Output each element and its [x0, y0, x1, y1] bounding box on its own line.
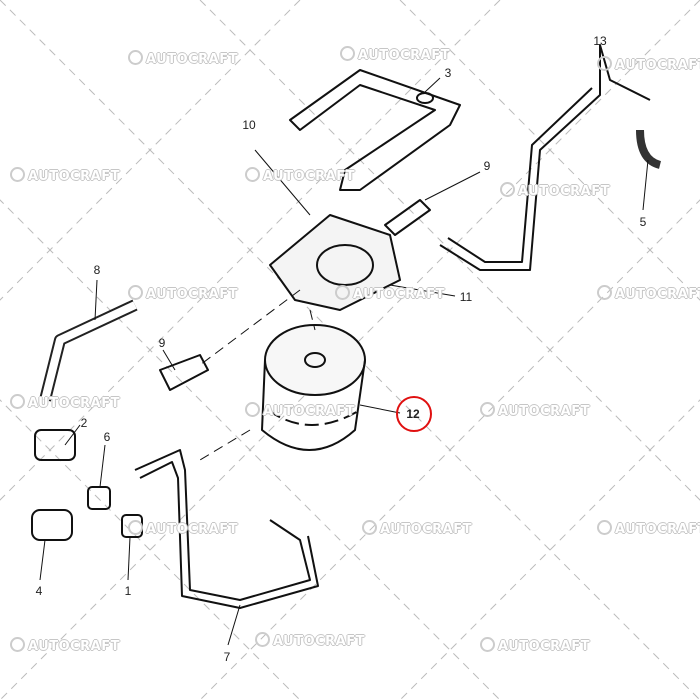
- part-label-13: 13: [593, 34, 607, 48]
- part-label-5: 5: [639, 215, 647, 229]
- elbow-4: [31, 509, 73, 541]
- watermark: AUTOCRAFT: [597, 285, 700, 302]
- watermark: AUTOCRAFT: [362, 520, 472, 537]
- pipe-7: [134, 449, 311, 601]
- pipe-13: [439, 44, 651, 271]
- banjo-bolt-upper: [384, 199, 431, 236]
- watermark: AUTOCRAFT: [597, 56, 700, 73]
- part-label-1: 1: [124, 584, 132, 598]
- watermark: AUTOCRAFT: [10, 394, 120, 411]
- watermark: AUTOCRAFT: [480, 637, 590, 654]
- fitting-2: [34, 429, 76, 461]
- part-label-7: 7: [223, 650, 231, 664]
- highlight-circle: [396, 396, 432, 432]
- watermark: AUTOCRAFT: [335, 285, 445, 302]
- part-label-10: 10: [242, 118, 256, 132]
- part-label-9-upper: 9: [483, 159, 491, 173]
- watermark: AUTOCRAFT: [480, 402, 590, 419]
- part-label-3: 3: [444, 66, 452, 80]
- washer: [416, 92, 434, 104]
- watermark: AUTOCRAFT: [245, 167, 355, 184]
- watermark: AUTOCRAFT: [597, 520, 700, 537]
- watermark: AUTOCRAFT: [340, 46, 450, 63]
- part-label-6: 6: [103, 430, 111, 444]
- elbow-fitting: [636, 129, 662, 169]
- part-label-2: 2: [80, 416, 88, 430]
- banjo-bolt-lower: [159, 354, 209, 391]
- watermark: AUTOCRAFT: [128, 285, 238, 302]
- filter-canister: [261, 324, 366, 451]
- watermark: AUTOCRAFT: [500, 182, 610, 199]
- watermark: AUTOCRAFT: [128, 50, 238, 67]
- watermark: AUTOCRAFT: [245, 402, 355, 419]
- watermark: AUTOCRAFT: [10, 637, 120, 654]
- part-label-8: 8: [93, 263, 101, 277]
- watermark: AUTOCRAFT: [128, 520, 238, 537]
- part-label-11: 11: [459, 290, 473, 304]
- part-label-4: 4: [35, 584, 43, 598]
- watermark: AUTOCRAFT: [10, 167, 120, 184]
- part-label-9-lower: 9: [158, 336, 166, 350]
- watermark: AUTOCRAFT: [255, 632, 365, 649]
- nut-6: [87, 486, 111, 510]
